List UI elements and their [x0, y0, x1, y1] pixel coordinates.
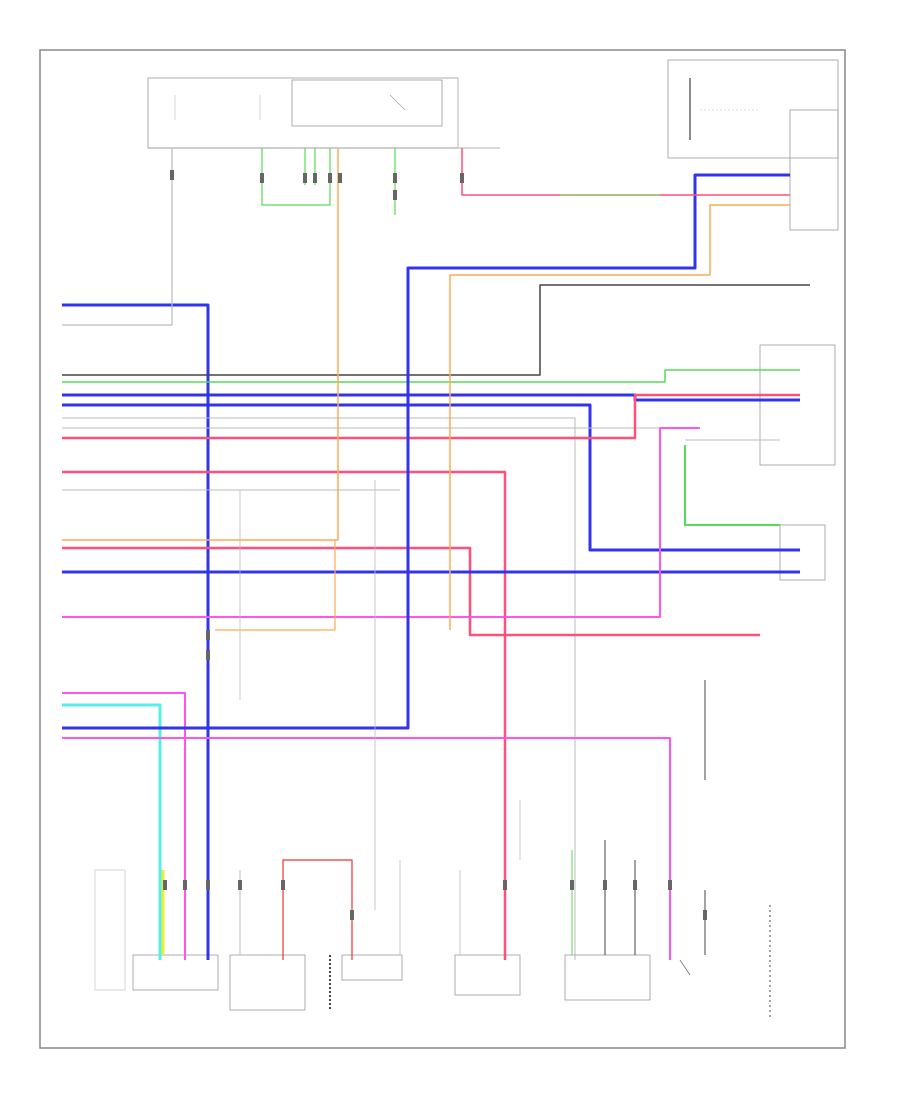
wire-pink-2	[62, 470, 507, 960]
fuse-relay-block	[147, 77, 500, 149]
wire-magenta-3	[62, 737, 671, 960]
connector-pin-23	[206, 650, 210, 660]
wire-cyan-1	[62, 703, 162, 960]
connector-pin-13	[238, 880, 242, 890]
wire-green-1	[62, 369, 800, 383]
wire-magenta-2	[62, 692, 186, 960]
connector-pin-21	[703, 910, 707, 920]
connector-pin-15	[350, 910, 354, 920]
wire-pink-1	[62, 393, 800, 440]
wire-layer	[62, 148, 810, 960]
connector-pin-22	[206, 630, 210, 640]
connector-pin-4	[313, 173, 317, 183]
wire-orange-2	[449, 204, 790, 630]
wire-green-7	[684, 445, 780, 526]
connector-pin-20	[668, 880, 672, 890]
connector-pin-16	[503, 880, 507, 890]
connector-pin-5	[328, 173, 332, 183]
connector-pin-12	[206, 880, 210, 890]
wire-red-1	[282, 859, 353, 960]
wire-blue-1	[62, 303, 210, 960]
connector-pin-9	[460, 173, 464, 183]
wire-blue-3	[62, 403, 800, 552]
wire-gray-3	[62, 417, 576, 960]
wire-pink-4	[461, 148, 790, 196]
connector-pin-18	[603, 880, 607, 890]
connector-pin-2	[260, 173, 264, 183]
wire-magenta-1	[62, 427, 700, 618]
wire-green-2	[261, 148, 331, 206]
bottom-components	[94, 869, 771, 1020]
wire-blue-5	[62, 173, 790, 730]
connector-pin-1	[170, 170, 174, 180]
wire-orange-1	[62, 148, 339, 541]
connector-layer	[163, 170, 707, 920]
top-right-unit	[667, 59, 839, 231]
wire-gray-1	[62, 148, 173, 326]
connector-pin-17	[570, 880, 574, 890]
right-middle-box	[759, 344, 836, 581]
connector-pin-3	[303, 173, 307, 183]
connector-pin-19	[633, 880, 637, 890]
wire-orange-3	[215, 540, 336, 631]
connector-pin-8	[393, 190, 397, 200]
connector-pin-7	[393, 173, 397, 183]
connector-pin-6	[338, 173, 342, 183]
connector-pin-10	[163, 880, 167, 890]
wire-gray-2	[62, 284, 810, 376]
diagram-frame	[39, 49, 846, 1049]
connector-pin-14	[281, 880, 285, 890]
wire-pink-3	[62, 546, 760, 637]
connector-pin-11	[183, 880, 187, 890]
